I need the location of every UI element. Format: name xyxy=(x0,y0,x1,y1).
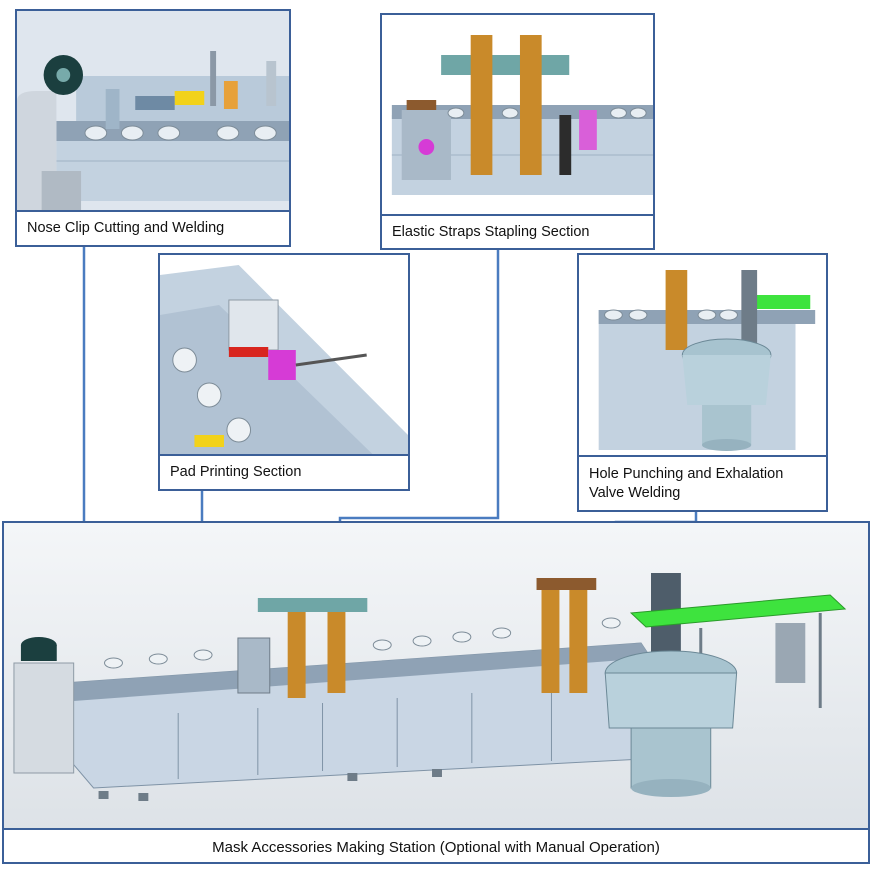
hole-punching-render xyxy=(579,255,826,458)
nose-clip-render xyxy=(17,11,289,214)
elastic-straps-caption: Elastic Straps Stapling Section xyxy=(382,214,653,248)
panel-pad-printing: Pad Printing Section xyxy=(158,253,410,491)
pad-printing-caption: Pad Printing Section xyxy=(160,454,408,489)
panel-elastic-straps: Elastic Straps Stapling Section xyxy=(380,13,655,250)
main-station-caption: Mask Accessories Making Station (Optiona… xyxy=(4,828,868,862)
panel-hole-punching: Hole Punching and Exhalation Valve Weldi… xyxy=(577,253,828,512)
panel-main-station: Mask Accessories Making Station (Optiona… xyxy=(2,521,870,864)
pad-printing-render xyxy=(160,255,408,458)
hole-punching-caption: Hole Punching and Exhalation Valve Weldi… xyxy=(579,455,826,510)
nose-clip-caption: Nose Clip Cutting and Welding xyxy=(17,210,289,245)
panel-nose-clip: Nose Clip Cutting and Welding xyxy=(15,9,291,247)
elastic-straps-render xyxy=(382,15,653,218)
main-station-render xyxy=(4,523,868,830)
